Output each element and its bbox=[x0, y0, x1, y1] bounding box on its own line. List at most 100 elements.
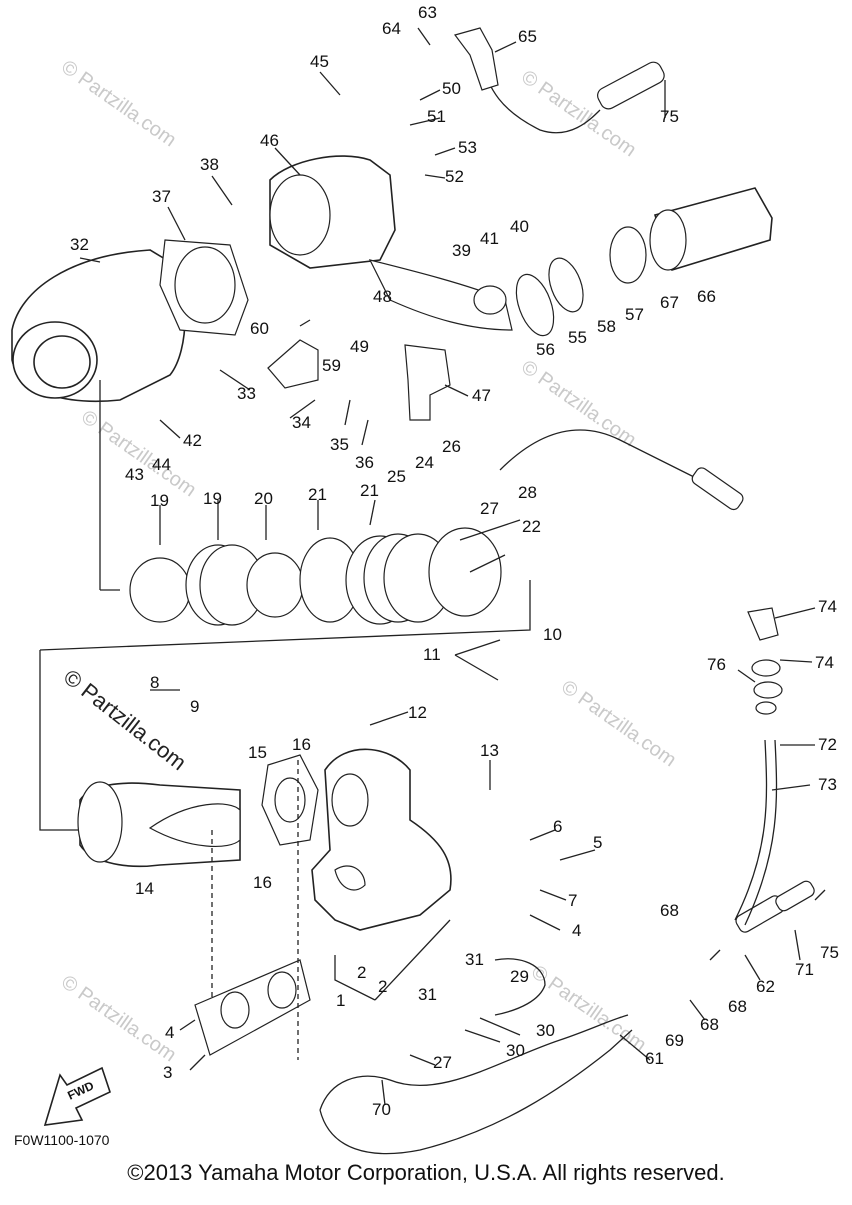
callout-37: 37 bbox=[152, 187, 171, 206]
callout-10: 9 bbox=[190, 697, 199, 716]
callout-36: 36 bbox=[355, 453, 374, 472]
callout-72: 73 bbox=[818, 775, 837, 794]
callout-27: 27 bbox=[433, 1053, 452, 1072]
callout-21-right: 22 bbox=[522, 517, 541, 536]
callout-62: 63 bbox=[418, 3, 437, 22]
callout-44: 44 bbox=[152, 455, 171, 474]
exhaust-manifold-assembly: FWD bbox=[43, 607, 815, 1155]
callout-59: 60 bbox=[250, 319, 269, 338]
callout-35: 35 bbox=[330, 435, 349, 454]
callout-66: 67 bbox=[660, 293, 679, 312]
callout-51: 51 bbox=[427, 107, 446, 126]
callout-11: 10 bbox=[543, 625, 562, 644]
callout-19-right: 20 bbox=[254, 489, 273, 508]
callout-8: 7 bbox=[568, 891, 577, 910]
callout-52: 52 bbox=[445, 167, 464, 186]
copyright-notice: ©2013 Yamaha Motor Corporation, U.S.A. A… bbox=[127, 1160, 725, 1185]
callout-4: 4 bbox=[165, 1023, 174, 1042]
callout-55: 56 bbox=[536, 340, 555, 359]
callout-2-left: 2 bbox=[357, 963, 366, 982]
callout-75-top: 75 bbox=[660, 107, 679, 126]
callout-24: 28 bbox=[518, 483, 537, 502]
callout-49: 49 bbox=[350, 337, 369, 356]
callout-17: 16 bbox=[292, 735, 311, 754]
callout-1: 1 bbox=[336, 991, 345, 1010]
callout-46: 46 bbox=[260, 131, 279, 150]
callout-15: 14 bbox=[135, 879, 154, 898]
watermark: © Partzilla.com bbox=[57, 971, 180, 1066]
callout-25: 25 bbox=[387, 467, 406, 486]
callout-12: 11 bbox=[423, 645, 441, 664]
callout-13: 12 bbox=[408, 703, 427, 722]
callout-23: 27 bbox=[480, 499, 499, 518]
callout-30: 30 bbox=[506, 1041, 525, 1060]
callout-16-top: 15 bbox=[248, 743, 267, 762]
callout-9: 8 bbox=[150, 673, 159, 692]
callout-labels: 32 37 38 45 46 64 63 65 75 50 51 53 52 4… bbox=[14, 3, 839, 1148]
callout-14: 13 bbox=[480, 741, 499, 760]
callout-48: 48 bbox=[373, 287, 392, 306]
leader-lines bbox=[79, 27, 826, 1106]
callout-22: 24 bbox=[415, 453, 434, 472]
callout-28: 29 bbox=[510, 967, 529, 986]
diagram-code: F0W1100-1070 bbox=[14, 1132, 110, 1148]
callout-40: 40 bbox=[510, 217, 529, 236]
callout-39: 39 bbox=[452, 241, 471, 260]
callout-71: 72 bbox=[818, 735, 837, 754]
callout-67: 68 bbox=[700, 1015, 719, 1034]
joint-hose-set bbox=[39, 429, 744, 831]
callout-5: 4 bbox=[572, 921, 581, 940]
forward-direction-arrow: FWD bbox=[43, 1066, 111, 1126]
callout-60: 61 bbox=[645, 1049, 664, 1068]
callout-29: 30 bbox=[536, 1021, 555, 1040]
callout-19-left: 19 bbox=[150, 491, 169, 510]
callout-32: 32 bbox=[70, 235, 89, 254]
callout-7: 6 bbox=[553, 817, 562, 836]
callout-47: 47 bbox=[472, 386, 491, 405]
callout-43: 43 bbox=[125, 465, 144, 484]
callout-76: 76 bbox=[707, 655, 726, 674]
watermark-dark: © Partzilla.com bbox=[59, 664, 191, 775]
callout-34: 34 bbox=[292, 413, 311, 432]
callout-38: 38 bbox=[200, 155, 219, 174]
callout-45: 45 bbox=[310, 52, 329, 71]
callout-74: 74 bbox=[818, 597, 837, 616]
callout-64: 65 bbox=[518, 27, 537, 46]
muffler-assembly bbox=[11, 27, 773, 591]
callout-42: 42 bbox=[183, 431, 202, 450]
callout-2-right: 2 bbox=[378, 977, 387, 996]
callout-68-top: 68 bbox=[660, 901, 679, 920]
callout-31-top: 31 bbox=[465, 950, 484, 969]
callout-54: 55 bbox=[568, 328, 587, 347]
callout-58: 59 bbox=[322, 356, 341, 375]
callout-41: 41 bbox=[480, 229, 499, 248]
callout-56: 57 bbox=[625, 305, 644, 324]
callout-21-top: 21 bbox=[308, 485, 327, 504]
callout-61: 62 bbox=[756, 977, 775, 996]
callout-73: 74 bbox=[815, 653, 834, 672]
callout-57: 58 bbox=[597, 317, 616, 336]
callout-63: 64 bbox=[382, 19, 401, 38]
callout-20: 21 bbox=[360, 481, 379, 500]
watermark: © Partzilla.com bbox=[557, 676, 680, 771]
callout-50: 50 bbox=[442, 79, 461, 98]
callout-68-right: 68 bbox=[728, 997, 747, 1016]
callout-65: 66 bbox=[697, 287, 716, 306]
callout-16-bottom: 16 bbox=[253, 873, 272, 892]
callout-33: 33 bbox=[237, 384, 256, 403]
callout-70: 71 bbox=[795, 960, 814, 979]
watermark: © Partzilla.com bbox=[77, 406, 200, 501]
callout-31-bottom: 31 bbox=[418, 985, 437, 1004]
watermark: © Partzilla.com bbox=[527, 961, 650, 1056]
callout-75-bottom: 75 bbox=[820, 943, 839, 962]
callout-3: 3 bbox=[163, 1063, 172, 1082]
callout-18: 19 bbox=[203, 489, 222, 508]
watermark: © Partzilla.com bbox=[517, 356, 640, 451]
callout-53: 53 bbox=[458, 138, 477, 157]
callout-68-bottom: 69 bbox=[665, 1031, 684, 1050]
callout-69: 70 bbox=[372, 1100, 391, 1119]
watermark: © Partzilla.com bbox=[57, 56, 180, 151]
callout-26: 26 bbox=[442, 437, 461, 456]
